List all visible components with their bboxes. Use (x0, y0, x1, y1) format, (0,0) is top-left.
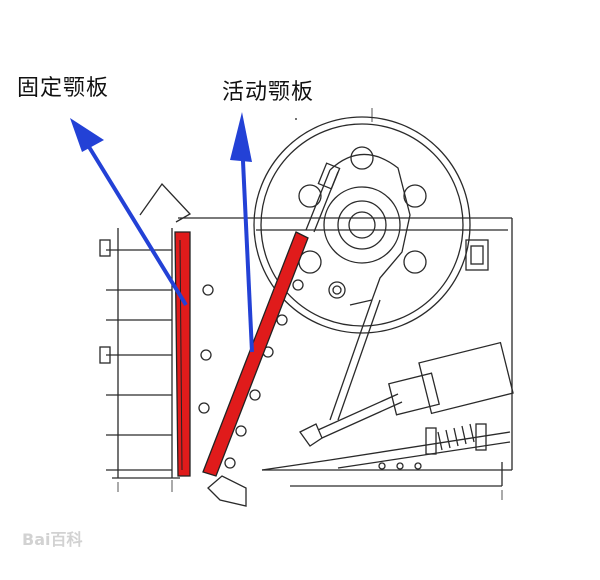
fixed-jaw-plate (174, 231, 191, 477)
fixed-jaw-arrow (70, 118, 188, 307)
bearing-block (465, 239, 489, 271)
frame (117, 108, 513, 500)
fixed-jaw-frame (99, 182, 214, 479)
fixed-jaw-label: 固定颚板 (17, 76, 110, 101)
watermark-logo: Bai百科 (22, 530, 83, 549)
moving-jaw-arrow (230, 112, 254, 353)
toggle-and-spring (207, 423, 511, 507)
pitman-link (305, 162, 381, 421)
moving-jaw-label: 活动颚板 (222, 80, 315, 105)
flywheel (253, 116, 471, 334)
moving-jaw-bolts (224, 279, 304, 469)
hydraulic-cylinder (299, 341, 514, 447)
moving-jaw-plate (202, 231, 309, 477)
